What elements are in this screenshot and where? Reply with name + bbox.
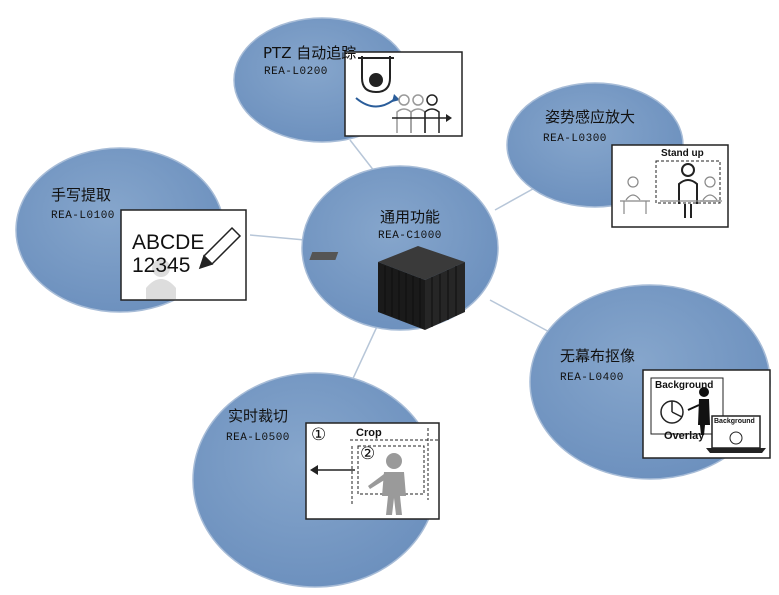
- crop-title: 实时裁切: [228, 407, 289, 425]
- pencil-icon: [198, 226, 242, 270]
- panel-ptz: [344, 51, 463, 137]
- pose-code: REA-L0300: [543, 133, 607, 145]
- laptop-icon: [706, 415, 766, 453]
- panel-chroma: [642, 369, 771, 459]
- presenter-icon: [687, 387, 710, 435]
- handwriting-panel-line1: ABCDE: [132, 231, 205, 254]
- ptz-camera-icon: [355, 56, 400, 108]
- connector-chroma: [489, 299, 556, 336]
- stand-up-figure-icon: [678, 163, 698, 218]
- pose-panel-label: Stand up: [661, 148, 704, 159]
- connector-crop: [349, 319, 381, 386]
- chroma-panel-overlay: Overlay: [664, 430, 705, 442]
- crop-panel-step1: ①: [311, 425, 327, 445]
- handwriting-code: REA-L0100: [51, 210, 115, 222]
- chroma-panel-laptop-text: Background: [714, 418, 755, 425]
- person-silhouette-icon: [368, 453, 406, 515]
- audience-icon: [392, 94, 452, 133]
- hub-code: REA-C1000: [378, 230, 442, 242]
- arrow-left-icon: [310, 465, 355, 475]
- handwriting-panel-line2: 12345: [132, 254, 191, 277]
- connector-handwriting: [249, 234, 306, 241]
- panel-pose: [611, 144, 729, 228]
- hub-title: 通用功能: [380, 208, 441, 226]
- chroma-title: 无幕布抠像: [560, 347, 636, 365]
- chroma-panel-background: Background: [655, 380, 714, 391]
- panel-handwriting: [120, 209, 247, 301]
- chroma-code: REA-L0400: [560, 372, 624, 384]
- panel-crop: [305, 422, 440, 520]
- crop-panel-step2: ②: [360, 444, 376, 464]
- device-box: [309, 246, 465, 330]
- ptz-title: PTZ 自动追踪: [263, 44, 357, 62]
- crop-code: REA-L0500: [226, 432, 290, 444]
- pose-title: 姿势感应放大: [545, 108, 636, 126]
- handwriting-title: 手写提取: [51, 186, 112, 204]
- ptz-code: REA-L0200: [264, 66, 328, 78]
- crop-panel-label: Crop: [356, 427, 382, 439]
